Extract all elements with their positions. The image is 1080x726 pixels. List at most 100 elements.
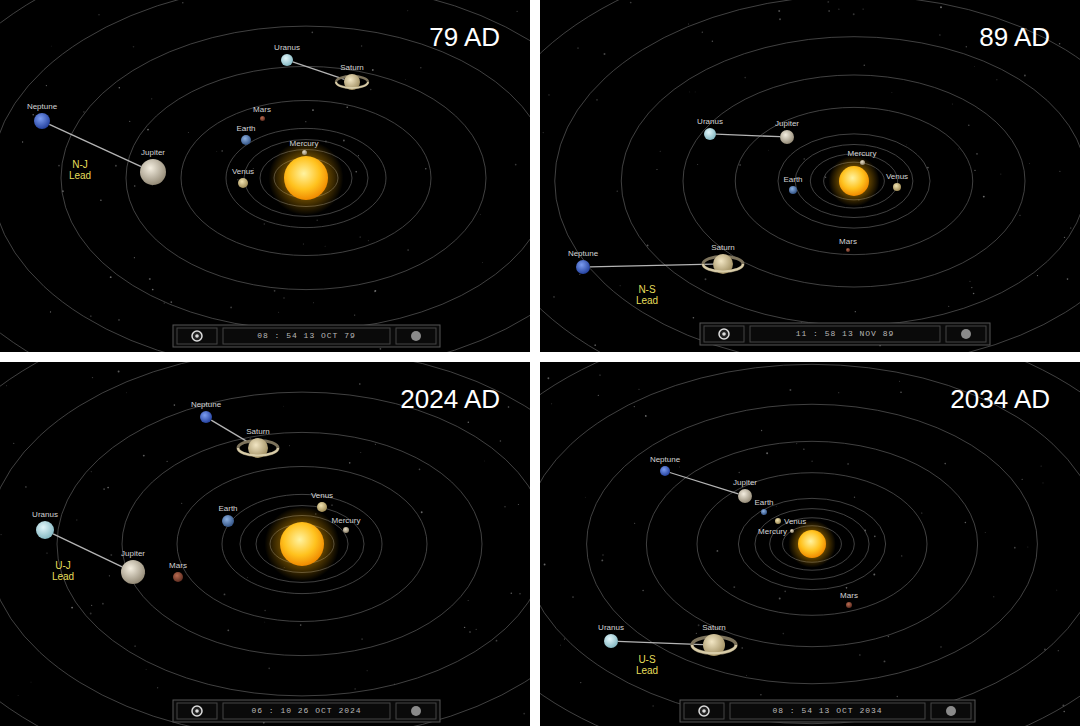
star — [149, 278, 151, 280]
star — [847, 463, 849, 465]
star — [1064, 237, 1065, 238]
orbit — [587, 404, 1038, 683]
star — [313, 302, 314, 303]
planet-disc — [302, 150, 307, 155]
orbit — [0, 0, 530, 352]
star — [98, 14, 99, 15]
star — [789, 389, 791, 391]
play-icon — [195, 709, 199, 713]
time-bar-cell — [931, 703, 971, 719]
planet-name: Mercury — [290, 139, 319, 148]
alignment-line — [716, 134, 780, 137]
star — [421, 511, 423, 513]
planet-disc — [704, 128, 716, 140]
orbit — [540, 0, 1080, 352]
planet-symbol — [302, 150, 307, 155]
planet: Mars — [260, 116, 265, 121]
planet: Venus — [893, 183, 901, 191]
star — [921, 512, 922, 513]
planet-disc — [660, 466, 670, 476]
star — [164, 302, 165, 303]
planet-disc — [200, 411, 212, 423]
star — [516, 11, 517, 12]
star — [355, 688, 356, 689]
planet: Venus — [775, 518, 781, 524]
planet-disc — [36, 521, 54, 539]
star — [775, 506, 777, 508]
star — [224, 593, 226, 595]
planet-name: Mercury — [848, 149, 877, 158]
star — [966, 46, 967, 47]
star — [110, 554, 112, 556]
orbit — [738, 498, 885, 589]
star — [288, 445, 290, 447]
time-bar-cell — [223, 328, 390, 344]
planet-name: Neptune — [650, 455, 680, 464]
star — [170, 301, 172, 303]
star — [579, 274, 580, 275]
time-panel: 2034 ADNeptuneJupiterEarthVenusMercuryMa… — [540, 362, 1080, 726]
star — [761, 430, 762, 431]
star — [744, 77, 746, 79]
planet: Mercury — [302, 150, 307, 155]
planet-name: Mercury — [332, 516, 361, 525]
star — [482, 261, 484, 263]
star — [712, 41, 714, 43]
star — [1070, 227, 1072, 229]
star — [838, 9, 839, 10]
star — [145, 669, 147, 671]
star — [694, 91, 696, 93]
star — [827, 1, 829, 3]
planet-disc — [780, 130, 794, 144]
star — [859, 654, 861, 656]
star — [779, 598, 781, 600]
sun-glow — [265, 507, 340, 582]
star — [221, 150, 223, 152]
planet-symbol — [34, 113, 50, 129]
star — [698, 624, 700, 626]
star — [825, 176, 827, 178]
star — [58, 165, 60, 167]
date-readout: 06 : 10 26 OCT 2024 — [251, 706, 361, 716]
star — [617, 191, 618, 192]
star — [560, 644, 562, 646]
star — [551, 403, 552, 404]
star — [118, 319, 120, 321]
star — [13, 443, 14, 444]
star — [360, 452, 362, 454]
planet-disc — [317, 502, 327, 512]
saturn-ring — [238, 448, 278, 456]
orbit — [126, 66, 486, 289]
planet-name: Saturn — [340, 63, 364, 72]
date-readout: 11 : 58 13 NOV 89 — [796, 329, 895, 339]
planet-name: Saturn — [246, 427, 270, 436]
orbit — [0, 362, 530, 726]
planet: Mars — [846, 248, 850, 252]
star — [519, 593, 520, 594]
star — [90, 613, 92, 615]
star — [1000, 174, 1001, 175]
star — [103, 488, 105, 490]
sun — [284, 156, 328, 200]
orbit — [540, 362, 1080, 726]
star — [264, 610, 265, 611]
star — [100, 200, 102, 202]
planet-name: Mercury — [758, 527, 787, 536]
planet: Uranus — [604, 634, 618, 648]
star — [500, 440, 502, 442]
star — [983, 196, 985, 198]
star — [510, 592, 512, 594]
planet-name: Venus — [886, 172, 908, 181]
planet: Jupiter — [738, 489, 752, 503]
orbit — [57, 392, 530, 696]
star — [958, 148, 960, 150]
star — [619, 285, 621, 287]
orbit — [181, 101, 431, 256]
planet: Neptune — [200, 411, 212, 423]
year-title: 2024 AD — [400, 384, 500, 415]
star — [553, 296, 554, 297]
star — [22, 141, 23, 142]
star — [283, 297, 285, 299]
alignment-line — [670, 473, 739, 494]
star — [693, 317, 695, 319]
